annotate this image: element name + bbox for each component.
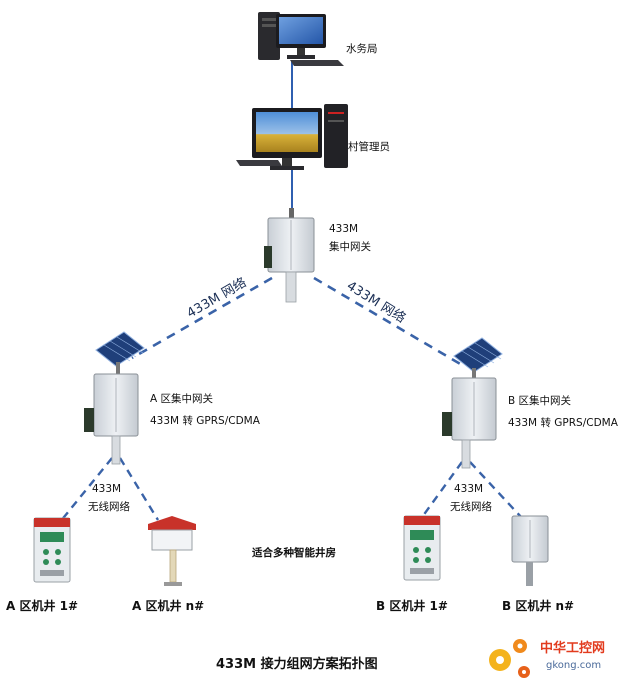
- gateway-b-label-line2: 433M 转 GPRS/CDMA: [508, 416, 619, 429]
- link-main-to-b: [313, 276, 463, 367]
- net-right-label: 433M 网络: [344, 278, 409, 327]
- water-bureau-computer-icon: [258, 12, 344, 66]
- wireless-b-label-line2: 无线网络: [450, 500, 492, 513]
- well-an-house-icon: [148, 516, 196, 586]
- watermark-cn: 中华工控网: [540, 640, 605, 656]
- links: [59, 60, 523, 523]
- main-gateway-cabinet-icon: [264, 208, 315, 303]
- note-label: 适合多种智能井房: [252, 546, 336, 559]
- main-gateway-label-line1: 433M: [329, 223, 358, 235]
- gateway-a-solar-cabinet-icon: [84, 331, 145, 465]
- wireless-a-label-line2: 无线网络: [88, 500, 130, 513]
- gateway-b-solar-cabinet-icon: [442, 337, 503, 469]
- well-a1-cabinet-icon: [33, 517, 71, 583]
- link-b-to-well-bn: [469, 461, 523, 519]
- village-admin-label: 村管理员: [348, 140, 390, 153]
- wireless-a-label-line1: 433M: [92, 483, 121, 495]
- well-an-label: A 区机井 n#: [132, 598, 204, 613]
- water-bureau-label: 水务局: [346, 42, 378, 55]
- well-bn-label: B 区机井 n#: [502, 598, 574, 613]
- wireless-b-label-line1: 433M: [454, 483, 483, 495]
- well-b1-label: B 区机井 1#: [376, 598, 448, 613]
- gateway-a-label-line1: A 区集中网关: [150, 392, 214, 405]
- gear-logo-icon: [489, 639, 530, 678]
- main-gateway-label-line2: 集中网关: [329, 240, 371, 253]
- well-b1-cabinet-icon: [403, 515, 441, 581]
- well-a1-label: A 区机井 1#: [6, 598, 78, 613]
- diagram-title: 433M 接力组网方案拓扑图: [216, 656, 378, 672]
- well-bn-cabinet-icon: [511, 515, 549, 586]
- link-b-to-well-b1: [419, 461, 463, 521]
- gateway-b-label-line1: B 区集中网关: [508, 394, 572, 407]
- gateway-a-label-line2: 433M 转 GPRS/CDMA: [150, 414, 261, 427]
- link-a-to-well-an: [118, 457, 160, 521]
- link-main-to-a: [131, 276, 273, 360]
- watermark-en: gkong.com: [546, 660, 601, 671]
- village-admin-computer-icon: [236, 104, 348, 170]
